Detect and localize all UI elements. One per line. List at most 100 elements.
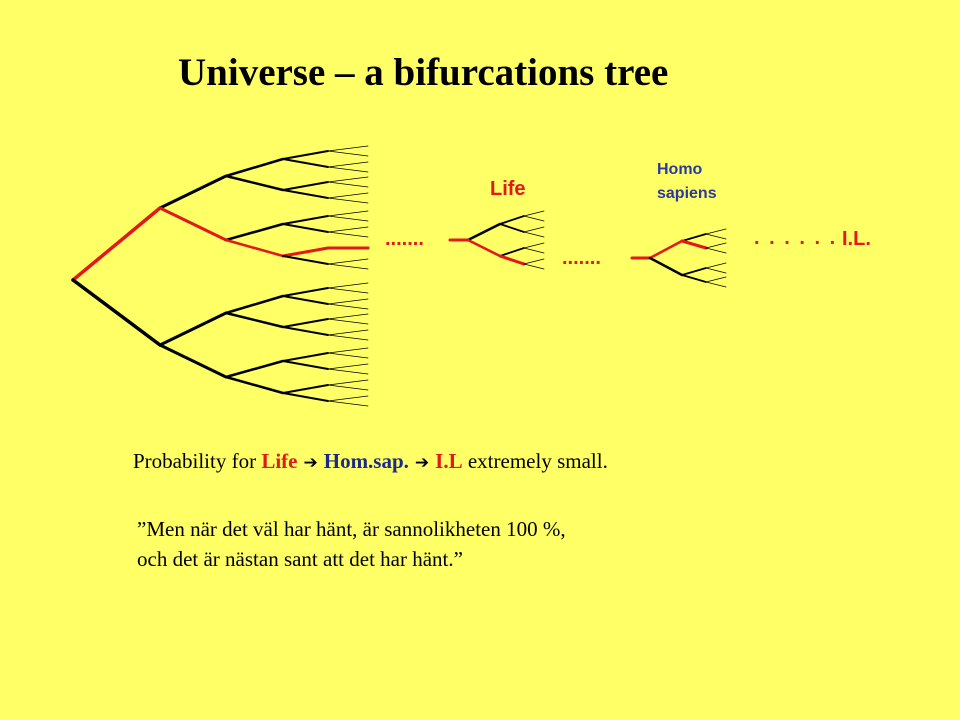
tree-branch-level4	[282, 215, 329, 225]
tree-branch-level3	[224, 359, 285, 379]
tree-leaf	[327, 400, 369, 407]
tree-leaf	[327, 181, 369, 188]
subtree-leaf	[705, 281, 727, 288]
life-label: Life	[490, 178, 526, 200]
tree-branch-level3	[224, 311, 285, 329]
subtree-sub-branch	[499, 247, 525, 257]
tree-leaf	[327, 303, 369, 310]
tree-branch-level4	[282, 287, 329, 297]
subtree-leaf	[705, 262, 727, 269]
subtree-leaf	[523, 215, 545, 222]
tree-leaf	[327, 287, 369, 294]
probability-statement: Probability for Life➔Hom.sap.➔I.L extrem…	[133, 449, 608, 474]
prob-life: Life	[261, 449, 298, 473]
tree-leaf	[327, 352, 369, 359]
tree-leaf	[327, 150, 369, 157]
tree-branch-level4	[282, 189, 329, 199]
il-label: I.L.	[842, 228, 871, 250]
subtree-leaf	[523, 242, 545, 249]
tree-branch-level2	[158, 343, 228, 379]
tree-leaf	[327, 166, 369, 173]
tree-leaf	[327, 215, 369, 222]
tree-leaf	[327, 368, 369, 375]
subtree-branch	[466, 238, 502, 258]
ellipsis-2: .......	[562, 247, 601, 269]
subtree-sub-branch	[499, 223, 525, 233]
ellipsis-3: . . . . . .	[754, 227, 838, 249]
tree-leaf	[327, 384, 369, 391]
life-subtree	[448, 210, 545, 270]
tree-leaf	[327, 197, 369, 204]
tree-branch-level2	[158, 311, 228, 347]
tree-leaf	[327, 313, 369, 320]
subtree-leaf	[705, 233, 727, 240]
quote-line-1: ”Men när det väl har hänt, är sannolikhe…	[137, 517, 566, 541]
subtree-sub-branch	[681, 274, 707, 283]
tree-branch-level4	[282, 392, 329, 402]
tree-branch-level4	[282, 318, 329, 328]
homo-sapiens-subtree	[630, 228, 727, 288]
subtree-leaf	[705, 242, 727, 249]
tree-leaf	[327, 161, 369, 168]
homo-sapiens-label: Homo sapiens	[657, 158, 737, 206]
subtree-leaf	[705, 228, 727, 235]
subtree-sub-branch	[680, 239, 708, 250]
tree-branch-level3	[224, 375, 285, 395]
subtree-sub-branch	[681, 267, 707, 276]
tree-leaf	[327, 379, 369, 386]
prob-il: I.L	[435, 449, 463, 473]
ellipsis-1: .......	[385, 228, 424, 250]
subtree-leaf	[523, 258, 545, 265]
tree-branch-level4	[282, 150, 329, 160]
tree-branch-level4	[282, 255, 329, 265]
tree-leaf	[327, 282, 369, 289]
tree-branch-level4	[282, 384, 329, 394]
tree-leaf	[327, 226, 369, 233]
subtree-branch	[466, 222, 502, 242]
tree-branch-level4	[282, 326, 329, 336]
subtree-branch	[648, 256, 684, 277]
tree-branch-level2	[158, 206, 228, 242]
tree-leaf	[327, 145, 369, 152]
slide-title: Universe – a bifurcations tree	[178, 51, 669, 94]
tree-leaf	[327, 334, 369, 341]
tree-branch-level4	[282, 360, 329, 370]
tree-leaf	[327, 192, 369, 199]
subtree-leaf	[523, 263, 545, 270]
arrow-icon: ➔	[303, 453, 318, 473]
subtree-leaf	[523, 226, 545, 233]
subtree-leaf	[705, 247, 727, 254]
prob-suffix: extremely small.	[462, 449, 608, 473]
quote-line-2: och det är nästan sant att det har hänt.…	[137, 547, 463, 571]
tree-branch-level4	[282, 181, 329, 191]
tree-branch-level1	[71, 206, 162, 282]
tree-branch-level3	[224, 157, 285, 178]
tree-leaf	[327, 298, 369, 305]
subtree-leaf	[705, 276, 727, 283]
tree-branch-level4	[282, 352, 329, 362]
subtree-sub-branch	[498, 254, 526, 266]
tree-branch-level3	[224, 222, 285, 242]
tree-leaf	[327, 395, 369, 402]
swedish-quote: ”Men när det väl har hänt, är sannolikhe…	[137, 514, 566, 574]
tree-leaf	[327, 347, 369, 354]
homo-label-line1: Homo	[657, 161, 703, 178]
tree-branch-level4	[282, 295, 329, 305]
homo-label-line2: sapiens	[657, 185, 717, 202]
tree-branch-level3	[224, 294, 285, 315]
arrow-icon: ➔	[414, 453, 430, 473]
subtree-sub-branch	[681, 233, 707, 242]
big-bifurcation-tree	[71, 145, 370, 407]
tree-leaf	[327, 318, 369, 325]
tree-leaf	[327, 176, 369, 183]
subtree-branch	[648, 239, 684, 260]
tree-branch-level3	[224, 238, 285, 258]
subtree-leaf	[705, 267, 727, 274]
tree-branch-level2	[158, 174, 228, 210]
tree-leaf	[327, 263, 369, 270]
subtree-sub-branch	[499, 215, 525, 225]
tree-branch-level4	[282, 158, 329, 168]
subtree-leaf	[523, 231, 545, 238]
tree-branch-level4	[281, 246, 330, 258]
